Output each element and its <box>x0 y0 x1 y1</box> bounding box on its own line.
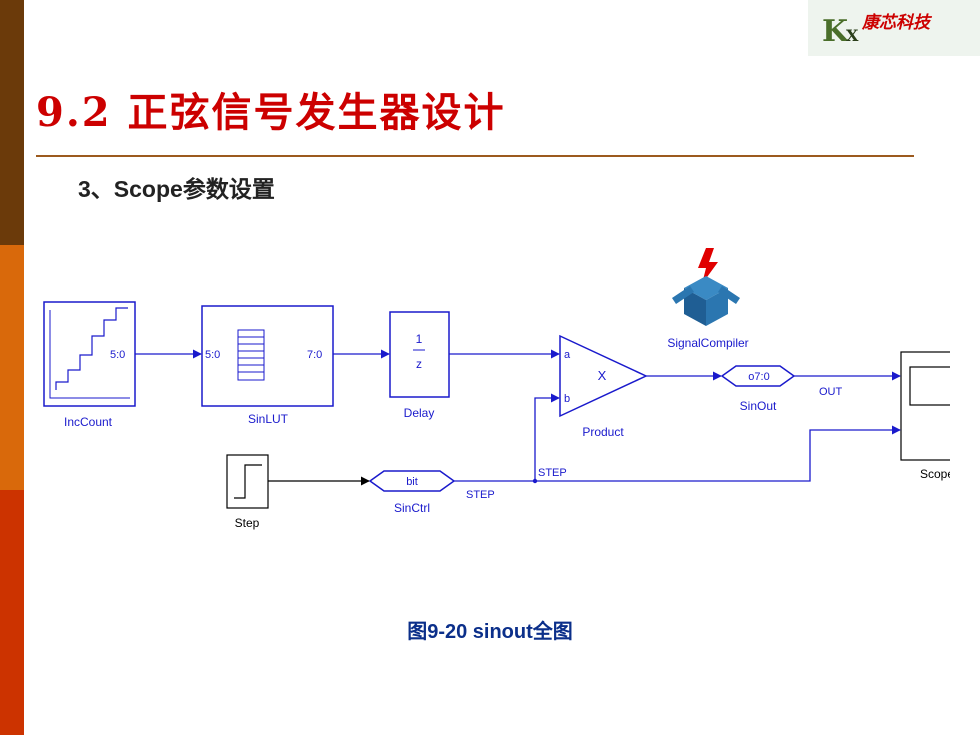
signalcompiler-label: SignalCompiler <box>667 336 748 350</box>
sinctrl-label: SinCtrl <box>394 501 430 515</box>
connections <box>135 349 901 486</box>
title-divider <box>36 155 914 157</box>
block-scope[interactable] <box>900 351 950 461</box>
slide-subtitle: 3、Scope参数设置 <box>78 176 275 202</box>
step-signal-icon <box>234 464 262 499</box>
sinout-type: o7:0 <box>748 371 769 383</box>
signal-step-label-a: STEP <box>538 467 567 479</box>
scope-label: Scope <box>920 467 950 481</box>
block-delay[interactable]: 1 z <box>389 311 450 398</box>
block-sinout[interactable]: o7:0 <box>720 365 796 387</box>
signalcompiler-icon[interactable] <box>672 248 740 326</box>
company-logo: K X 康芯科技 <box>808 0 980 56</box>
block-product[interactable]: a b X <box>559 334 648 418</box>
signal-step-label-b: STEP <box>466 489 495 501</box>
logo-letter: K <box>822 14 849 49</box>
slide-title: 9.2 正弦信号发生器设计 <box>36 89 506 136</box>
sinctrl-type: bit <box>406 476 418 488</box>
inccount-label: IncCount <box>64 415 113 429</box>
block-sinlut[interactable]: 5:0 7:0 <box>201 305 334 407</box>
delay-denominator: z <box>416 357 422 371</box>
delay-numerator: 1 <box>416 332 423 346</box>
logo-sub: X <box>846 26 859 45</box>
sinlut-port-out: 7:0 <box>307 349 322 361</box>
logo-text: 康芯科技 <box>862 13 930 33</box>
block-sinctrl[interactable]: bit <box>368 470 456 492</box>
signal-out-label: OUT <box>819 386 843 398</box>
sidebar-segment-brown <box>0 0 24 245</box>
inccount-port-out: 5:0 <box>110 349 125 361</box>
figure-caption: 图9-20 sinout全图 <box>407 621 573 643</box>
block-inccount[interactable]: 5:0 <box>43 301 136 407</box>
sinout-diagram: 5:0 IncCount 5:0 7:0 SinLUT 1 z Delay a … <box>43 248 950 530</box>
step-label: Step <box>235 516 260 530</box>
staircase-icon <box>55 307 128 390</box>
product-label: Product <box>582 425 624 439</box>
product-port-a: a <box>564 349 571 361</box>
sinlut-label: SinLUT <box>248 412 289 426</box>
block-step[interactable] <box>226 454 269 509</box>
product-port-b: b <box>564 393 570 405</box>
sinlut-port-in: 5:0 <box>205 349 220 361</box>
product-symbol: X <box>598 368 607 383</box>
sidebar-segment-orange <box>0 245 24 490</box>
sidebar-segment-red <box>0 490 24 735</box>
scope-screen-icon <box>909 366 950 406</box>
lut-table-icon <box>237 329 265 381</box>
sinout-label: SinOut <box>740 399 777 413</box>
delay-label: Delay <box>404 406 435 420</box>
sidebar-decoration <box>0 0 24 735</box>
